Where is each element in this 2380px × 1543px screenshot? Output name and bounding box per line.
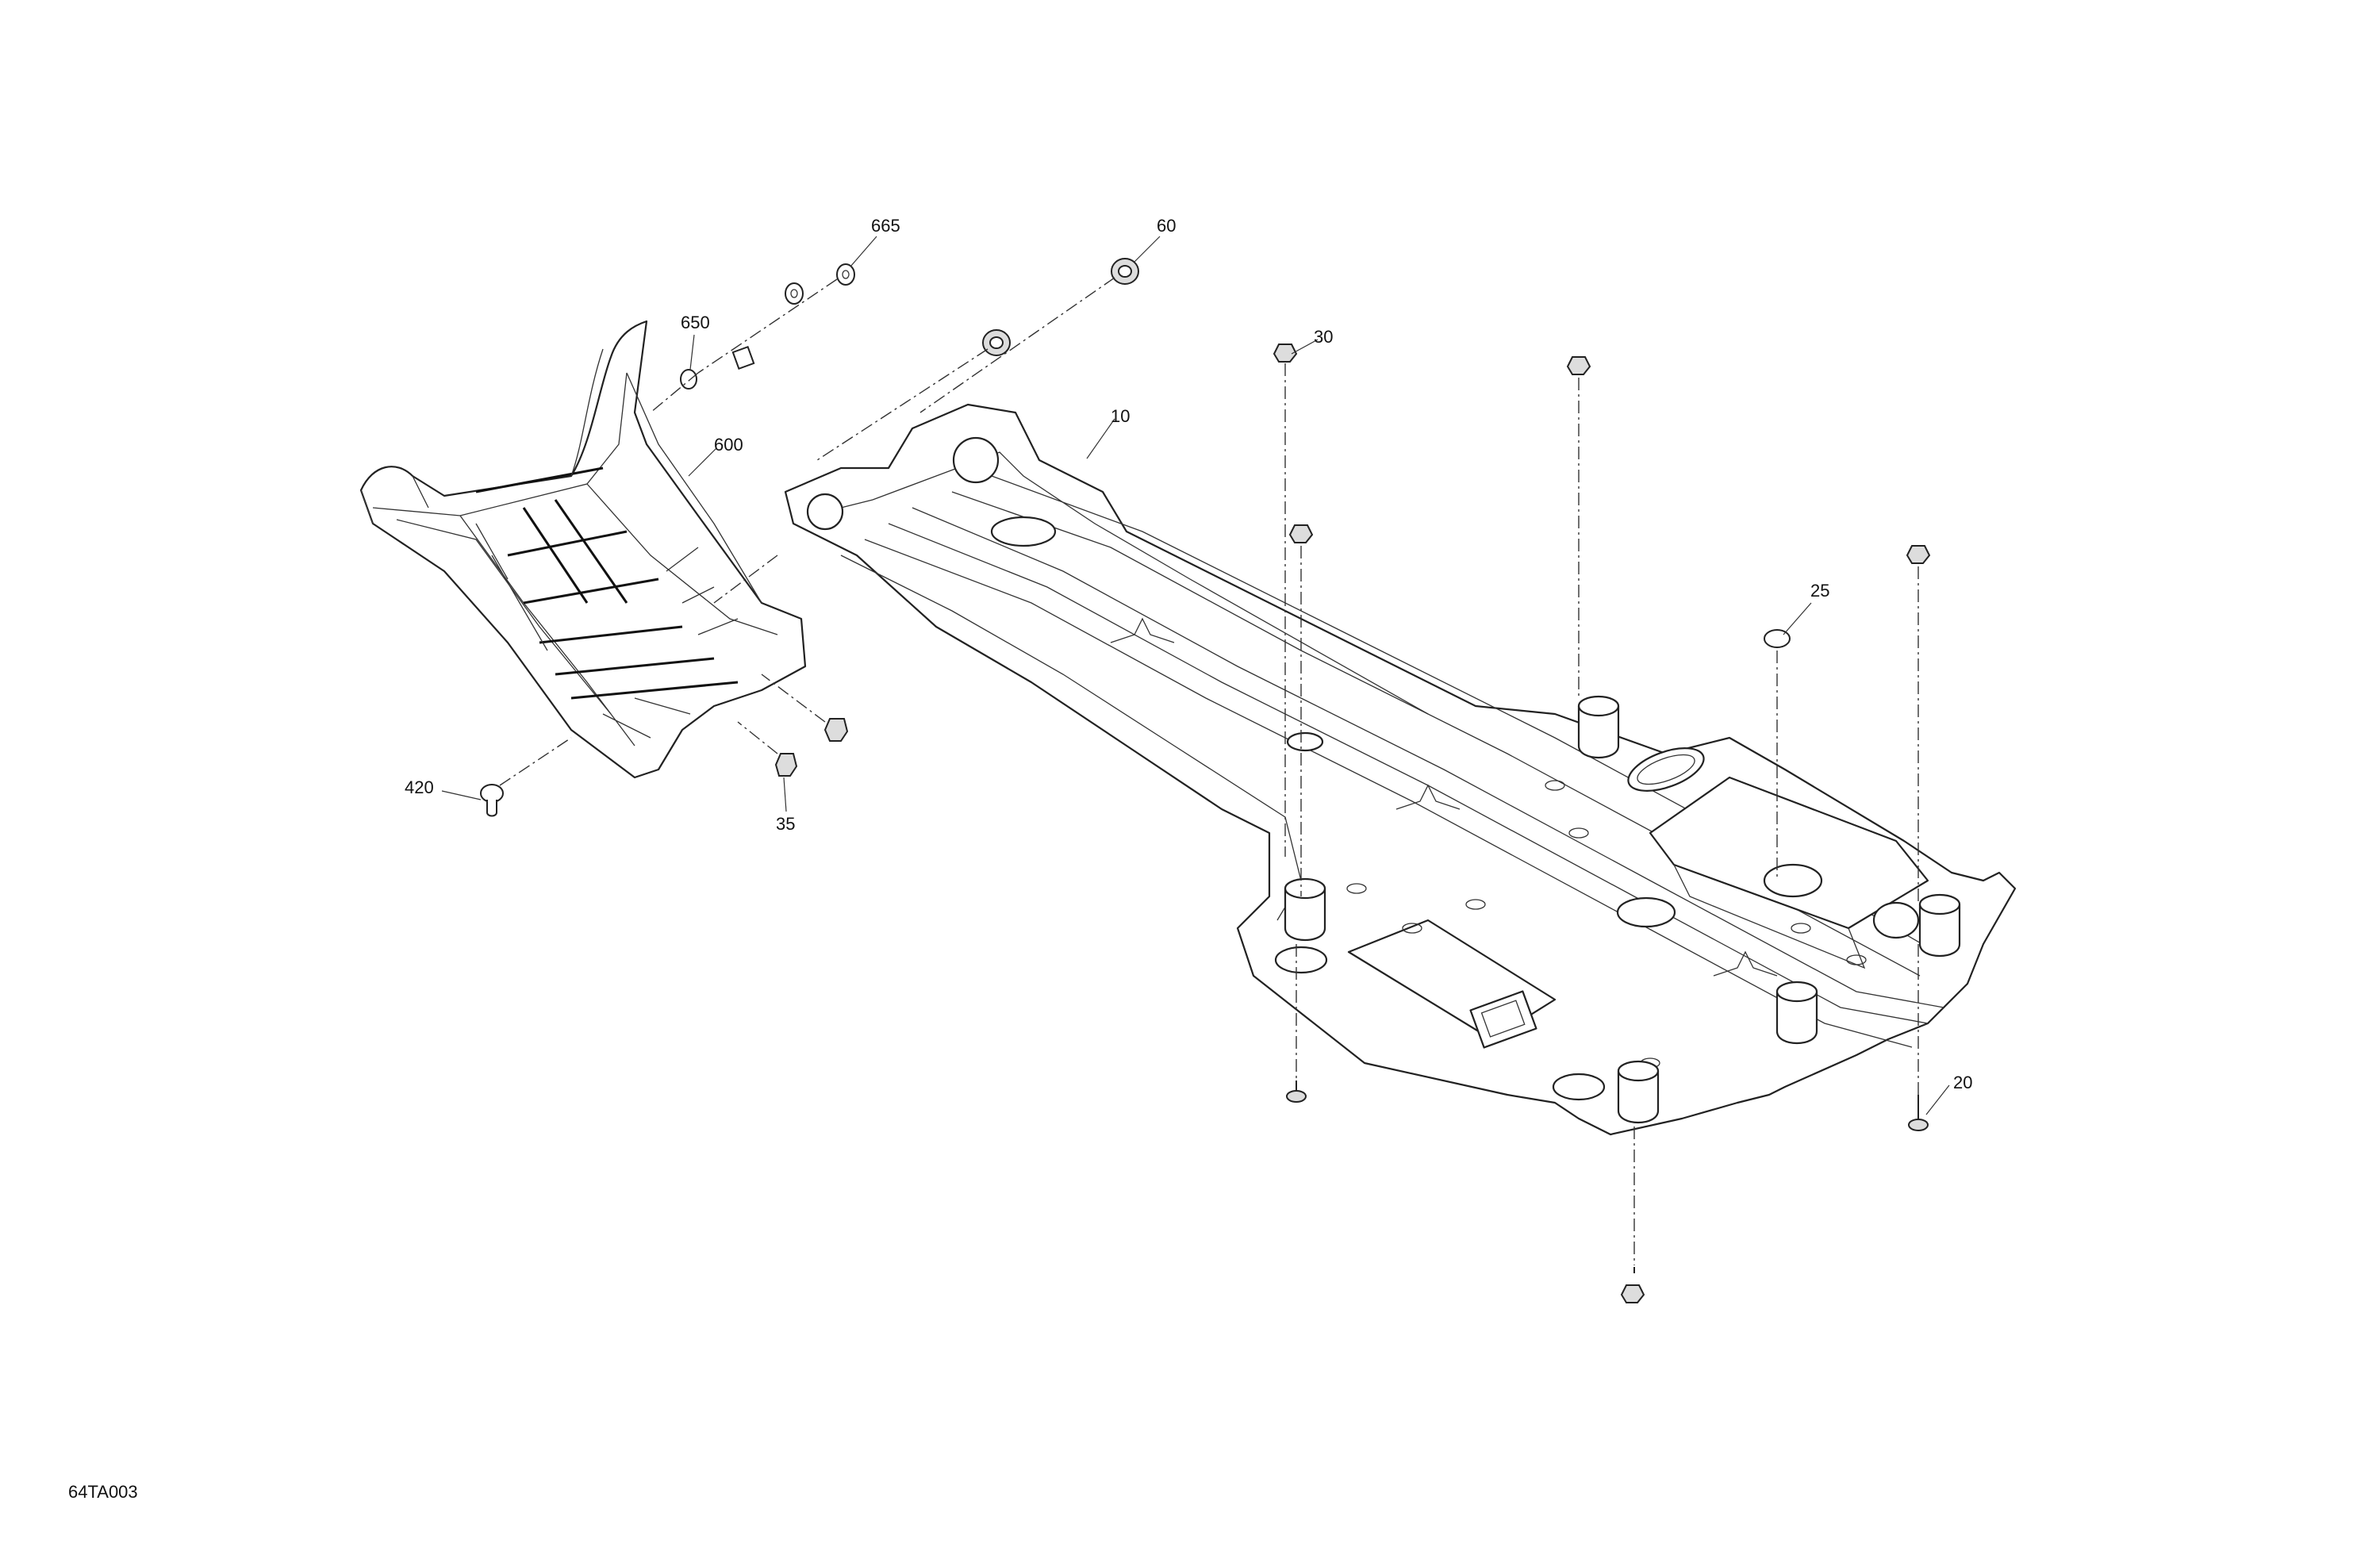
callout-665: 665 (871, 216, 900, 236)
nut-35 (823, 718, 849, 742)
callout-420: 420 (405, 777, 434, 797)
callout-10: 10 (1111, 406, 1130, 426)
nut-35b (774, 753, 798, 777)
flange-nut-60 (1111, 258, 1139, 285)
callout-60: 60 (1157, 216, 1176, 236)
bolt-20c (1620, 1267, 1645, 1303)
mount-boss (1918, 893, 1961, 958)
washer-665 (836, 263, 855, 286)
assembly-centerlines (499, 277, 1919, 1265)
nut-30b (1288, 524, 1314, 543)
mount-boss (1577, 695, 1620, 759)
callout-600: 600 (714, 435, 743, 455)
nut-650 (731, 345, 755, 370)
push-rivet-420 (480, 784, 504, 817)
part-10-skid-plate (784, 403, 2017, 1136)
nut-650b (680, 369, 697, 390)
callout-labels: 665 60 650 600 30 10 25 420 35 20 (405, 216, 1972, 1092)
nut-30d (1906, 545, 1931, 564)
cap-25 (1764, 629, 1791, 648)
callout-35: 35 (776, 814, 795, 834)
bolt-20 (1286, 1080, 1307, 1103)
washer-665b (785, 282, 804, 305)
diagram-code: 64TA003 (68, 1482, 138, 1502)
nut-30c (1566, 356, 1591, 375)
callout-leaders (441, 236, 1950, 1115)
nut-30 (1273, 344, 1298, 363)
flange-nut-60b (982, 329, 1011, 356)
callout-30: 30 (1314, 327, 1333, 347)
mount-boss (1775, 981, 1818, 1045)
mount-boss (1284, 877, 1326, 942)
callout-650: 650 (681, 313, 710, 332)
mount-boss (1617, 1060, 1660, 1124)
part-600-front-guard (359, 320, 807, 779)
bolt-20b (1908, 1095, 1929, 1131)
callout-25: 25 (1810, 581, 1829, 601)
callout-20: 20 (1953, 1073, 1972, 1092)
